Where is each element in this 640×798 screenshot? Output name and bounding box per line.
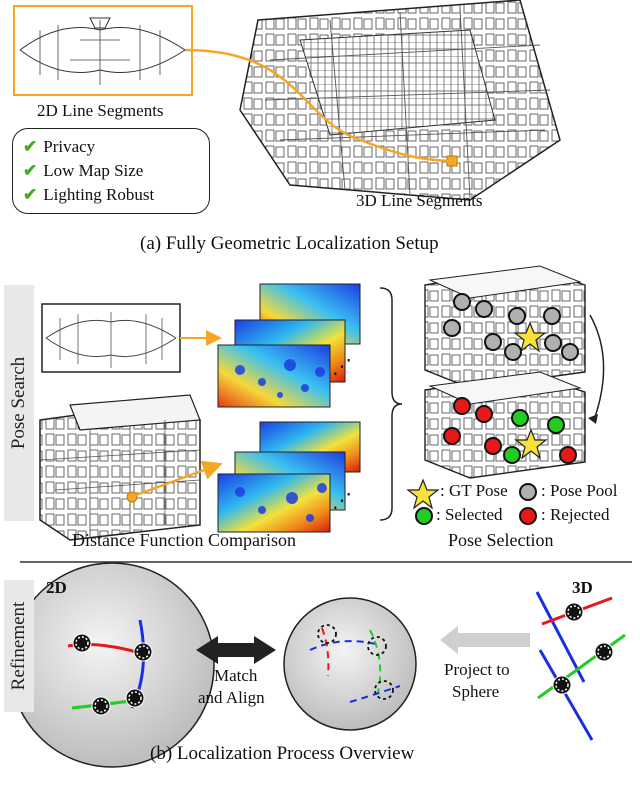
correspondence-curve [184,48,451,163]
distance-heatmap-stack-bottom [217,421,361,533]
sphere-2d [9,562,215,768]
rejected-legend-icon [519,507,537,525]
pose-search-panorama [41,303,181,373]
pose-selection-map [424,371,586,479]
legend-selected: : Selected [436,505,503,524]
check-icon: ✔ [23,161,38,180]
caption-a: (a) Fully Geometric Localization Setup [140,233,439,254]
ellipsis-bottom: ⋰ [332,490,352,512]
refinement-tab: Refinement [4,580,34,712]
sphere-projected [283,597,417,731]
project-arrow [440,626,530,654]
label-distance-comparison: Distance Function Comparison [72,530,296,550]
project-text-line2: Sphere [452,682,500,701]
pose-search-3d-map [39,394,201,541]
grouping-bracket [379,287,403,521]
check-icon: ✔ [23,137,38,156]
label-3d: 3D [572,578,593,597]
match-text-line2: and Align [198,688,265,707]
label-2d: 2D [46,578,67,597]
pose-pool-map [424,265,586,389]
panorama-2d-thumbnail [13,5,193,96]
legend-rejected: : Rejected [541,505,610,524]
label-pose-selection: Pose Selection [448,530,554,550]
benefit-privacy: ✔Privacy [23,137,96,156]
match-align-arrow [196,636,276,664]
selected-legend-icon [415,507,433,525]
label-2d-line-segments: 2D Line Segments [37,101,164,120]
caption-b: (b) Localization Process Overview [150,743,415,764]
label-3d-line-segments: 3D Line Segments [356,191,483,210]
benefit-low-map-size: ✔Low Map Size [23,161,144,180]
gt-pose-legend-icon [406,478,440,510]
pose-search-tab: Pose Search [4,285,34,521]
benefits-box: ✔Privacy ✔Low Map Size ✔Lighting Robust [12,128,210,214]
check-icon: ✔ [23,185,38,204]
legend-gt-pose: : GT Pose [440,481,508,500]
distance-heatmap-stack-top [217,283,361,408]
lines-3d [535,591,626,741]
benefit-lighting-robust: ✔Lighting Robust [23,185,155,204]
project-text-line1: Project to [444,660,510,679]
legend-pose-pool: : Pose Pool [541,481,618,500]
pose-pool-legend-icon [519,483,537,501]
ellipsis-top: ⋰ [332,356,352,378]
map-3d-wireframe [239,0,561,201]
match-text-line1: Match [214,666,258,685]
